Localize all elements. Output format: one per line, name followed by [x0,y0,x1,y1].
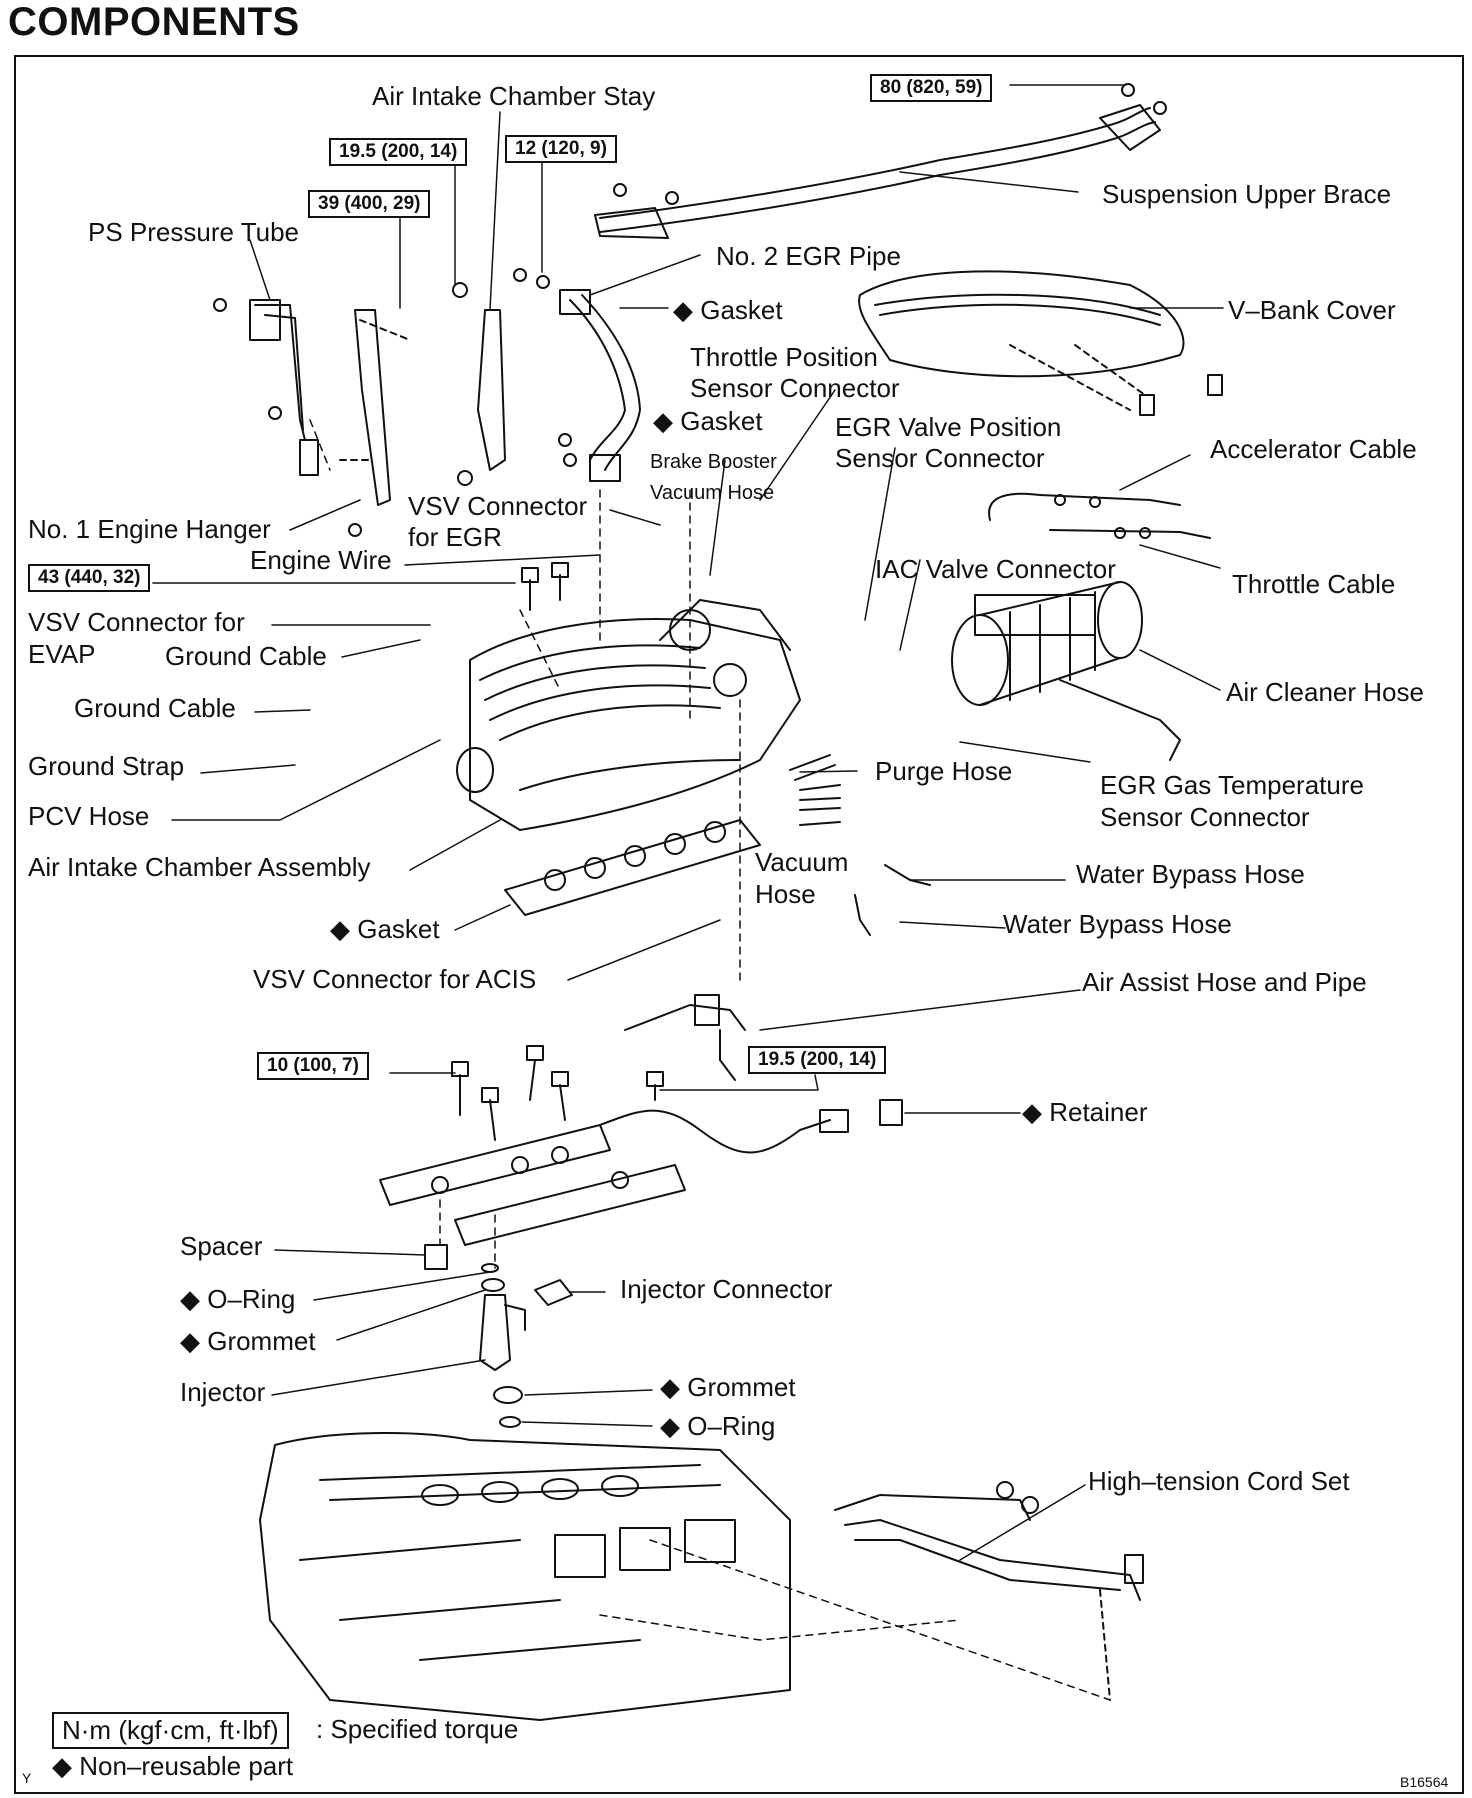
label-injector-connector: Injector Connector [620,1274,833,1304]
intake-gasket-art [504,819,761,916]
label-air-intake-chamber-assembly: Air Intake Chamber Assembly [28,852,371,882]
label-throttle-cable: Throttle Cable [1232,569,1396,599]
label-no2-egr-pipe: No. 2 EGR Pipe [716,241,901,271]
label-vacuum-hose-line1: Vacuum [755,847,849,877]
leader-lines [152,84,1224,1561]
legend-non-reusable-part: ◆ Non–reusable part [52,1751,294,1781]
label-spacer: Spacer [180,1231,263,1261]
label-water-bypass-hose-upper: Water Bypass Hose [1076,859,1305,889]
torque-box-brace-nut: 80 (820, 59) [870,74,993,102]
label-air-cleaner-hose: Air Cleaner Hose [1226,677,1424,707]
label-purge-hose: Purge Hose [875,756,1013,786]
label-vsv-connector-evap-line2: EVAP [28,639,96,669]
label-injector: Injector [180,1377,266,1407]
v-bank-cover-art [858,270,1223,416]
page-title: COMPONENTS [8,0,300,44]
label-water-bypass-hose-lower: Water Bypass Hose [1003,909,1232,939]
air-intake-chamber-stay-art [452,282,506,486]
torque-box-chamber-bolt: 43 (440, 32) [28,564,151,592]
label-vsv-connector-evap-line1: VSV Connector for [28,607,245,637]
figure-code: B16564 [1400,1774,1449,1790]
label-v-bank-cover: V–Bank Cover [1228,295,1396,325]
label-brake-booster: Brake Booster [650,451,777,473]
engine-block-art [259,1432,791,1721]
label-vsv-connector-egr-line2: for EGR [408,522,502,552]
torque-box-delivery-pipe: 10 (100, 7) [257,1052,369,1080]
engine-hanger-art [339,309,411,537]
injector-art [424,1244,573,1428]
ps-pressure-tube-art [213,298,319,476]
diagram-frame [14,55,1464,1794]
cables-art [988,492,1211,539]
fuel-delivery-pipe-art [379,1099,903,1246]
label-pcv-hose: PCV Hose [28,801,150,831]
torque-box-engine-hanger: 39 (400, 29) [308,190,431,218]
high-tension-cord-art [834,1481,1144,1701]
label-oring-upper: ◆ O–Ring [180,1284,296,1314]
assembly-dashed-lines [309,419,1111,1701]
label-brake-booster-vacuum-hose: Vacuum Hose [650,482,775,504]
legend-specified-torque: : Specified torque [316,1714,519,1744]
label-vsv-connector-acis: VSV Connector for ACIS [253,964,537,994]
label-air-intake-chamber-stay: Air Intake Chamber Stay [372,81,656,111]
label-no1-engine-hanger: No. 1 Engine Hanger [28,514,271,544]
label-iac-valve-connector: IAC Valve Connector [875,554,1116,584]
label-grommet-lower: ◆ Grommet [660,1372,796,1402]
label-throttle-position-line1: Throttle Position [690,342,878,372]
air-intake-chamber-assembly-art [456,599,801,831]
label-air-assist-hose-pipe: Air Assist Hose and Pipe [1082,967,1367,997]
label-throttle-position-line2: Sensor Connector [690,373,900,403]
label-high-tension-cord-set: High–tension Cord Set [1088,1466,1350,1496]
label-grommet-upper: ◆ Grommet [180,1326,316,1356]
label-gasket-egr-lower: ◆ Gasket [653,406,763,436]
label-engine-wire: Engine Wire [250,545,392,575]
label-vacuum-hose-line2: Hose [755,879,816,909]
air-assist-hose-art [624,994,746,1081]
torque-box-air-assist: 19.5 (200, 14) [748,1046,887,1074]
label-ps-pressure-tube: PS Pressure Tube [88,217,299,247]
bolts-art [451,562,664,1141]
label-gasket-intake: ◆ Gasket [330,914,440,944]
label-oring-lower: ◆ O–Ring [660,1411,776,1441]
corner-mark: Y [22,1770,32,1786]
label-egr-valve-position-line1: EGR Valve Position [835,412,1062,442]
label-gasket-egr-pipe: ◆ Gasket [673,295,783,325]
torque-box-chamber-stay: 19.5 (200, 14) [329,138,468,166]
label-suspension-upper-brace: Suspension Upper Brace [1102,179,1392,209]
label-egr-valve-position-line2: Sensor Connector [835,443,1045,473]
label-vsv-connector-egr-line1: VSV Connector [408,491,588,521]
label-egr-gas-temp-line2: Sensor Connector [1100,802,1310,832]
label-ground-cable-lower: Ground Cable [74,693,236,723]
label-egr-gas-temp-line1: EGR Gas Temperature [1100,770,1364,800]
label-ground-cable-upper: Ground Cable [165,641,327,671]
air-cleaner-hose-art [951,581,1181,761]
legend-torque-unit-box: N·m (kgf·cm, ft·lbf) [52,1712,289,1749]
label-accelerator-cable: Accelerator Cable [1210,434,1417,464]
no2-egr-pipe-art [513,268,641,482]
label-retainer: ◆ Retainer [1022,1097,1148,1127]
label-ground-strap: Ground Strap [28,751,185,781]
suspension-upper-brace-art [594,83,1167,239]
torque-box-egr-pipe: 12 (120, 9) [505,135,617,163]
